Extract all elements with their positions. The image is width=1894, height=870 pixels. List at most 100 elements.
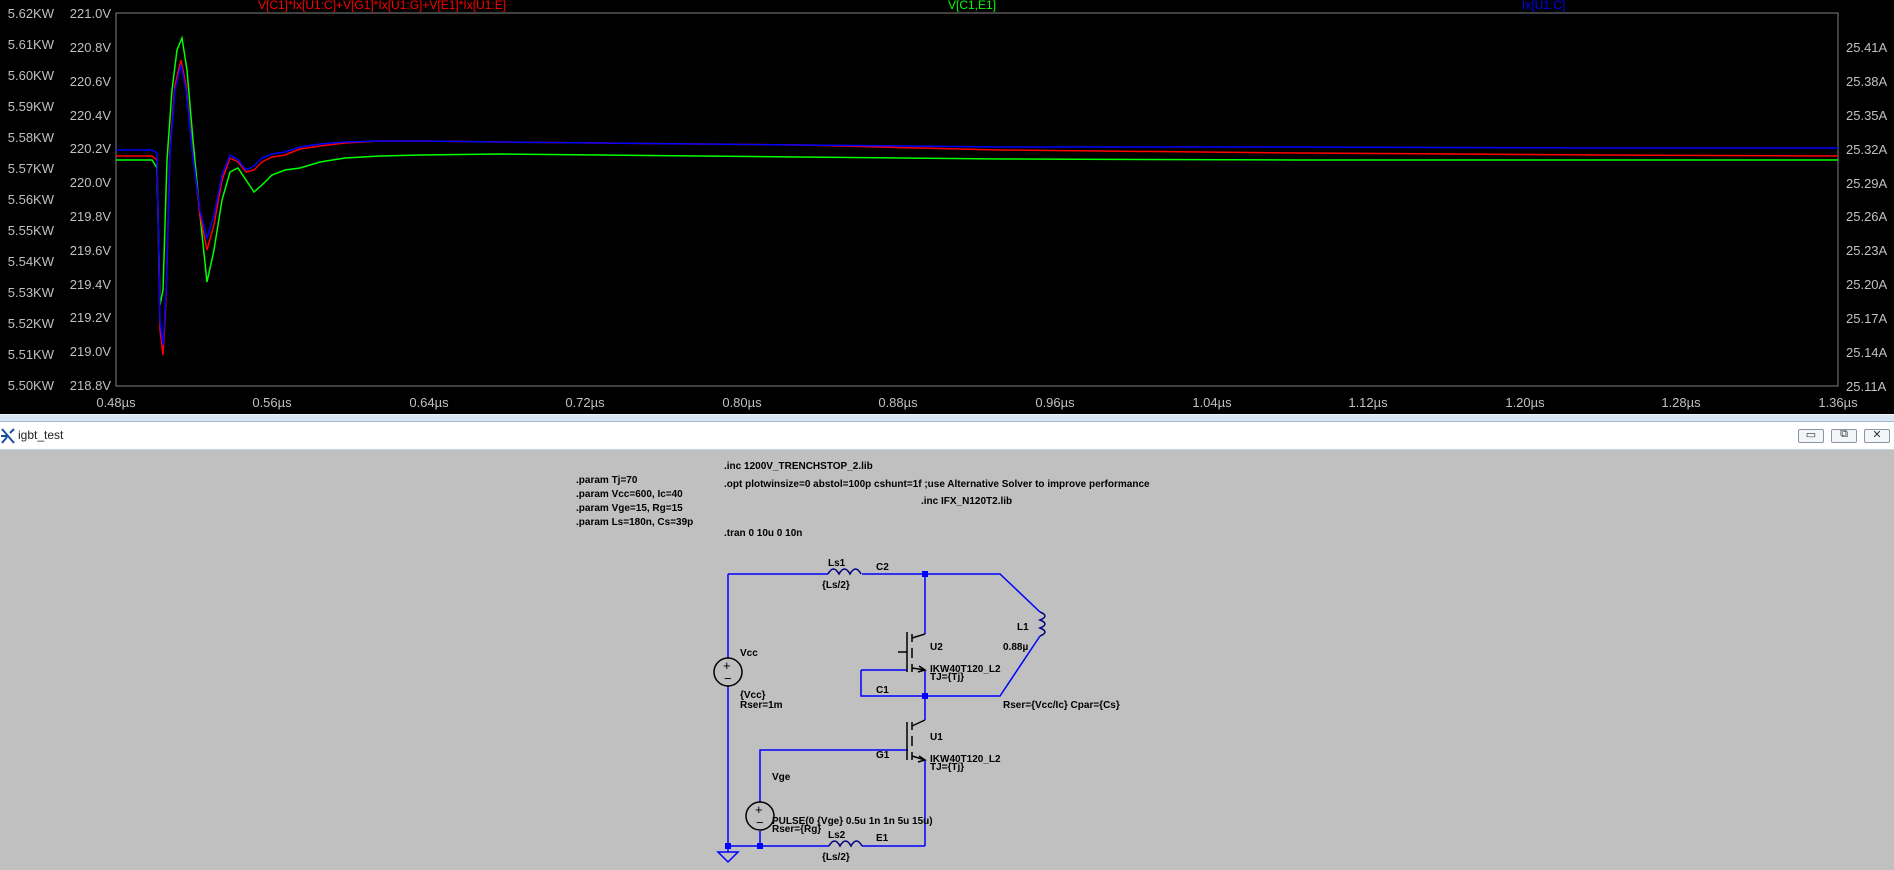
trace-label-vce[interactable]: V[C1,E1]	[948, 0, 996, 12]
schematic-window-titlebar[interactable]: igbt_test ▭ ⧉ ✕	[0, 422, 1894, 450]
inductor-ls2[interactable]	[828, 840, 863, 848]
directive-param-vcc[interactable]: .param Vcc=600, Ic=40	[576, 489, 683, 500]
tick-label: 25.17A	[1846, 311, 1888, 326]
tick-label: 1.28µs	[1661, 395, 1701, 410]
pane-splitter[interactable]	[0, 414, 1894, 422]
tick-label: 219.8V	[70, 209, 112, 224]
tick-label: 5.59KW	[8, 99, 55, 114]
label-u1-tj[interactable]: TJ={Tj}	[930, 762, 964, 773]
minimize-button[interactable]: ▭	[1798, 429, 1824, 443]
label-u1-model[interactable]: IKW40T120_L2	[930, 754, 1001, 765]
label-g1[interactable]: G1	[876, 750, 890, 761]
label-vcc-value[interactable]: {Vcc}	[740, 690, 766, 701]
directive-inc-trenchstop[interactable]: .inc 1200V_TRENCHSTOP_2.lib	[724, 461, 873, 472]
trace-label-power[interactable]: V[C1]*Ix[U1:C]+V[G1]*Ix[U1:G]+V[E1]*Ix[U…	[258, 0, 506, 12]
tick-label: 25.20A	[1846, 277, 1888, 292]
label-vge-pulse[interactable]: PULSE(0 {Vge} 0.5u 1n 1n 5u 15u)	[772, 816, 933, 827]
tick-label: 5.58KW	[8, 130, 55, 145]
tick-label: 1.04µs	[1192, 395, 1232, 410]
label-ls2-value[interactable]: {Ls/2}	[822, 852, 850, 863]
inductor-l1[interactable]	[1037, 611, 1046, 637]
voltage-source-vge[interactable]: + −	[745, 801, 775, 831]
tick-label: 5.52KW	[8, 316, 55, 331]
label-c2[interactable]: C2	[876, 562, 889, 573]
ltspice-app-icon[interactable]	[0, 425, 16, 447]
directive-param-ls[interactable]: .param Ls=180n, Cs=39p	[576, 517, 693, 528]
left-axis-power: 5.62KW 5.61KW 5.60KW 5.59KW 5.58KW 5.57K…	[8, 6, 55, 393]
tick-label: 5.53KW	[8, 285, 55, 300]
tick-label: 25.14A	[1846, 345, 1888, 360]
tick-label: 0.72µs	[565, 395, 605, 410]
tick-label: 1.36µs	[1818, 395, 1858, 410]
tick-label: 0.80µs	[722, 395, 762, 410]
label-c1[interactable]: C1	[876, 685, 889, 696]
voltage-source-vcc[interactable]: + −	[713, 657, 743, 687]
tick-label: 5.62KW	[8, 6, 55, 21]
tick-label: 5.61KW	[8, 37, 55, 52]
close-icon: ✕	[1872, 429, 1882, 441]
label-l1[interactable]: L1	[1017, 622, 1029, 633]
schematic-canvas[interactable]: .param Tj=70 .param Vcc=600, Ic=40 .para…	[0, 450, 1894, 870]
label-vcc[interactable]: Vcc	[740, 648, 758, 659]
tick-label: 0.48µs	[96, 395, 136, 410]
directive-opt[interactable]: .opt plotwinsize=0 abstol=100p cshunt=1f…	[724, 479, 1150, 490]
svg-text:−: −	[756, 815, 764, 830]
label-ls1-value[interactable]: {Ls/2}	[822, 580, 850, 591]
tick-label: 0.64µs	[409, 395, 449, 410]
wires[interactable]	[727, 573, 1041, 847]
tick-label: 0.88µs	[878, 395, 918, 410]
minimize-icon: ▭	[1805, 429, 1817, 441]
tick-label: 25.35A	[1846, 108, 1888, 123]
label-vge[interactable]: Vge	[772, 772, 791, 783]
directive-param-tj[interactable]: .param Tj=70	[576, 475, 638, 486]
trace-label-current[interactable]: Ix[U1:C]	[1522, 0, 1565, 12]
tick-label: 25.23A	[1846, 243, 1888, 258]
tick-label: 1.20µs	[1505, 395, 1545, 410]
directive-param-vge[interactable]: .param Vge=15, Rg=15	[576, 503, 683, 514]
close-button[interactable]: ✕	[1864, 429, 1890, 443]
label-u2[interactable]: U2	[930, 642, 943, 653]
tick-label: 25.26A	[1846, 209, 1888, 224]
label-l1-value[interactable]: 0.88µ	[1003, 642, 1028, 653]
tick-label: 220.8V	[70, 40, 112, 55]
plot-frame	[115, 12, 1839, 387]
tick-label: 5.51KW	[8, 347, 55, 362]
tick-label: 0.96µs	[1035, 395, 1075, 410]
waveform-plot[interactable]: V[C1]*Ix[U1:C]+V[G1]*Ix[U1:G]+V[E1]*Ix[U…	[0, 0, 1894, 414]
label-l1-parasitics[interactable]: Rser={Vcc/Ic} Cpar={Cs}	[1003, 700, 1120, 711]
tick-label: 25.38A	[1846, 74, 1888, 89]
tick-label: 220.0V	[70, 175, 112, 190]
label-ls1[interactable]: Ls1	[828, 558, 846, 569]
restore-button[interactable]: ⧉	[1831, 428, 1857, 443]
igbt-u1[interactable]	[906, 719, 927, 763]
tick-label: 219.0V	[70, 344, 112, 359]
label-ls2[interactable]: Ls2	[828, 830, 846, 841]
tick-label: 5.60KW	[8, 68, 55, 83]
igbt-u2[interactable]	[898, 632, 927, 673]
tick-label: 5.54KW	[8, 254, 55, 269]
tick-label: 5.50KW	[8, 378, 55, 393]
right-axis-current: 25.41A 25.38A 25.35A 25.32A 25.29A 25.26…	[1846, 40, 1888, 394]
spice-directives[interactable]: .param Tj=70 .param Vcc=600, Ic=40 .para…	[576, 461, 1150, 539]
svg-text:−: −	[724, 671, 732, 686]
label-u1[interactable]: U1	[930, 732, 943, 743]
trace-current[interactable]	[116, 64, 1838, 346]
tick-label: 220.2V	[70, 141, 112, 156]
x-axis: 0.48µs 0.56µs 0.64µs 0.72µs 0.80µs 0.88µ…	[96, 395, 1858, 410]
label-vge-rser[interactable]: Rser={Rg}	[772, 824, 821, 835]
directive-tran[interactable]: .tran 0 10u 0 10n	[724, 528, 802, 539]
label-u2-tj[interactable]: TJ={Tj}	[930, 672, 964, 683]
label-e1[interactable]: E1	[876, 833, 889, 844]
svg-text:+: +	[723, 658, 731, 673]
tick-label: 220.6V	[70, 74, 112, 89]
label-vcc-rser[interactable]: Rser=1m	[740, 700, 783, 711]
tick-label: 5.56KW	[8, 192, 55, 207]
ground-icon[interactable]	[716, 846, 740, 864]
label-u2-model[interactable]: IKW40T120_L2	[930, 664, 1001, 675]
trace-vce[interactable]	[116, 35, 1838, 306]
tick-label: 218.8V	[70, 378, 112, 393]
directive-inc-ifx[interactable]: .inc IFX_N120T2.lib	[921, 496, 1012, 507]
inductor-ls1[interactable]	[827, 568, 862, 576]
svg-text:+: +	[755, 802, 763, 817]
tick-label: 219.4V	[70, 277, 112, 292]
